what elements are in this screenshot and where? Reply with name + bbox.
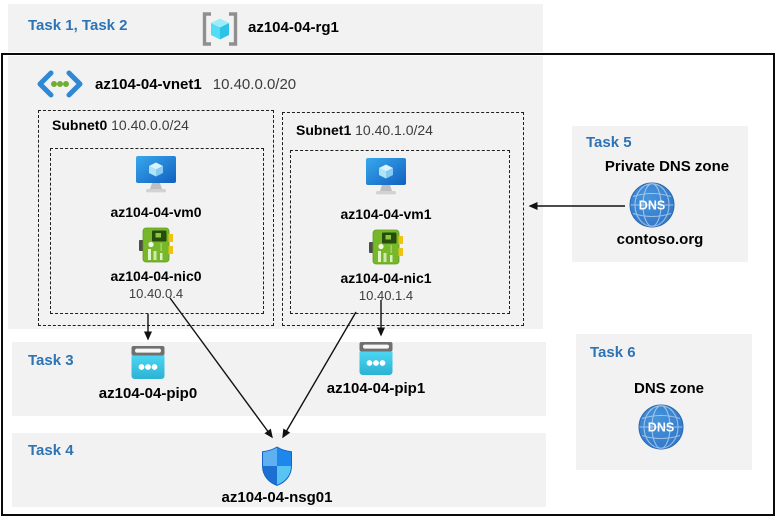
vm1-label: az104-04-vm1 bbox=[340, 206, 432, 222]
vnet-cidr: 10.40.0.0/20 bbox=[212, 75, 297, 93]
task3-strip: Task 3 bbox=[12, 342, 546, 416]
task6-label: Task 6 bbox=[590, 344, 636, 361]
pip0-label: az104-04-pip0 bbox=[98, 385, 198, 402]
subnet0-cidr: 10.40.0.0/24 bbox=[111, 117, 189, 133]
task5-zone-name: contoso.org bbox=[616, 231, 704, 248]
svg-text:DNS: DNS bbox=[648, 421, 674, 435]
task6-title: DNS zone bbox=[633, 380, 704, 397]
vm-monitor-icon bbox=[136, 156, 176, 193]
task5-title: Private DNS zone bbox=[604, 158, 730, 175]
task3-label: Task 3 bbox=[28, 352, 74, 369]
subnet1-content: az104-04-vm1 az104-04-nic1 10.40.1.4 bbox=[277, 158, 495, 303]
header-strip: Task 1, Task 2 az104-04-rg1 bbox=[8, 4, 543, 52]
pip1-label: az104-04-pip1 bbox=[326, 380, 426, 397]
dns-globe-icon: DNS bbox=[638, 404, 684, 450]
resource-group-name: az104-04-rg1 bbox=[248, 19, 339, 36]
subnet1-box: Subnet1 10.40.1.0/24 bbox=[282, 112, 524, 326]
nic1-ip: 10.40.1.4 bbox=[358, 288, 414, 303]
nic1-label: az104-04-nic1 bbox=[340, 270, 432, 286]
subnet1-name: Subnet1 bbox=[296, 122, 352, 138]
nic-card-icon bbox=[369, 229, 403, 265]
vnet-name: az104-04-vnet1 bbox=[95, 75, 202, 93]
task-1-2-label: Task 1, Task 2 bbox=[28, 17, 128, 34]
subnet0-name: Subnet0 bbox=[52, 117, 108, 133]
subnet1-inner-box bbox=[290, 150, 510, 314]
subnet1-label: Subnet1 10.40.1.0/24 bbox=[296, 122, 433, 138]
nsg-shield-icon bbox=[262, 446, 292, 486]
pip1-group: az104-04-pip1 bbox=[316, 342, 436, 397]
subnet0-label: Subnet0 10.40.0.0/24 bbox=[52, 117, 189, 133]
dns-globe-icon: DNS bbox=[629, 182, 675, 228]
task6-box: Task 6 DNS zone DNS bbox=[576, 334, 752, 470]
task4-label: Task 4 bbox=[28, 442, 74, 459]
task5-box: Task 5 Private DNS zone DNS contoso.org bbox=[572, 126, 748, 262]
vm-monitor-icon bbox=[366, 158, 406, 195]
nic-card-icon bbox=[139, 227, 173, 263]
svg-text:DNS: DNS bbox=[639, 199, 665, 213]
public-ip-icon bbox=[359, 342, 393, 375]
nsg-group: az104-04-nsg01 bbox=[217, 446, 337, 506]
task5-label: Task 5 bbox=[586, 134, 632, 151]
pip0-group: az104-04-pip0 bbox=[88, 346, 208, 402]
subnet1-cidr: 10.40.1.0/24 bbox=[355, 122, 433, 138]
resource-group-cube-icon bbox=[202, 12, 238, 46]
nic0-label: az104-04-nic0 bbox=[110, 268, 202, 284]
public-ip-icon bbox=[131, 346, 165, 379]
vnet-title: az104-04-vnet1 10.40.0.0/20 bbox=[34, 68, 296, 100]
subnet0-box: Subnet0 10.40.0.0/24 bbox=[38, 110, 274, 326]
vnet-box bbox=[8, 56, 543, 329]
vm0-label: az104-04-vm0 bbox=[110, 204, 202, 220]
nic0-ip: 10.40.0.4 bbox=[128, 286, 184, 301]
vnet-chevron-icon bbox=[37, 70, 83, 98]
main-region-border bbox=[1, 53, 775, 516]
subnet0-inner-box bbox=[50, 148, 264, 314]
subnet0-content: az104-04-vm0 az104-04-nic0 10.40.0.4 bbox=[50, 156, 262, 301]
nsg-label: az104-04-nsg01 bbox=[221, 489, 333, 506]
